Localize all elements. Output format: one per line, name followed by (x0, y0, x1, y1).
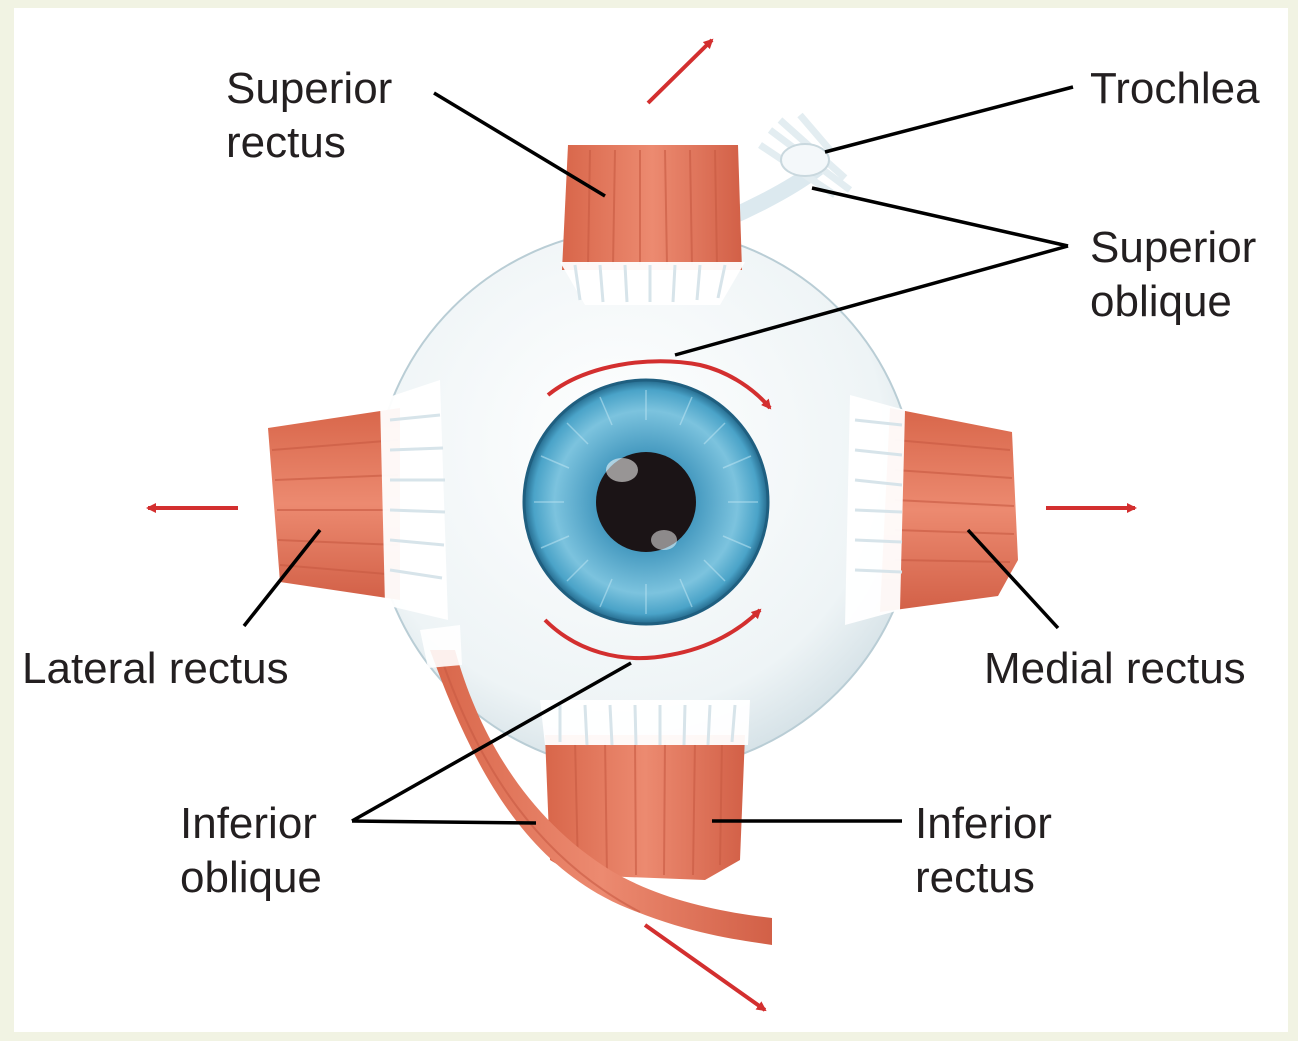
label-superior-oblique-line2: oblique (1090, 277, 1232, 326)
label-medial-rectus: Medial rectus (984, 644, 1246, 693)
label-lateral-rectus: Lateral rectus (22, 644, 289, 693)
superior-rectus-pull-arrow (648, 40, 712, 103)
superior-oblique-leader-tendon (812, 188, 1068, 246)
inferior-oblique-leader-muscle (352, 821, 536, 823)
lateral-rectus-muscle (268, 380, 448, 620)
label-inferior-oblique-line2: oblique (180, 853, 322, 902)
label-inferior-rectus-line1: Inferior (915, 799, 1052, 848)
superior-rectus-leader (434, 93, 605, 196)
trochlea-leader (825, 87, 1073, 152)
label-superior-rectus-line1: Superior (226, 64, 392, 113)
label-inferior-oblique: Inferior oblique (180, 799, 329, 902)
eye-highlight-2 (651, 530, 677, 550)
label-inferior-rectus: Inferior rectus (915, 799, 1064, 902)
label-superior-oblique: Superior oblique (1090, 223, 1269, 326)
label-inferior-oblique-line1: Inferior (180, 799, 317, 848)
superior-rectus-muscle (560, 145, 745, 305)
label-inferior-rectus-line2: rectus (915, 853, 1035, 902)
label-trochlea: Trochlea (1090, 64, 1260, 113)
eye-highlight-1 (606, 458, 638, 482)
label-superior-oblique-line1: Superior (1090, 223, 1256, 272)
label-superior-rectus: Superior rectus (226, 64, 405, 167)
medial-rectus-muscle (845, 395, 1018, 625)
label-superior-rectus-line2: rectus (226, 118, 346, 167)
